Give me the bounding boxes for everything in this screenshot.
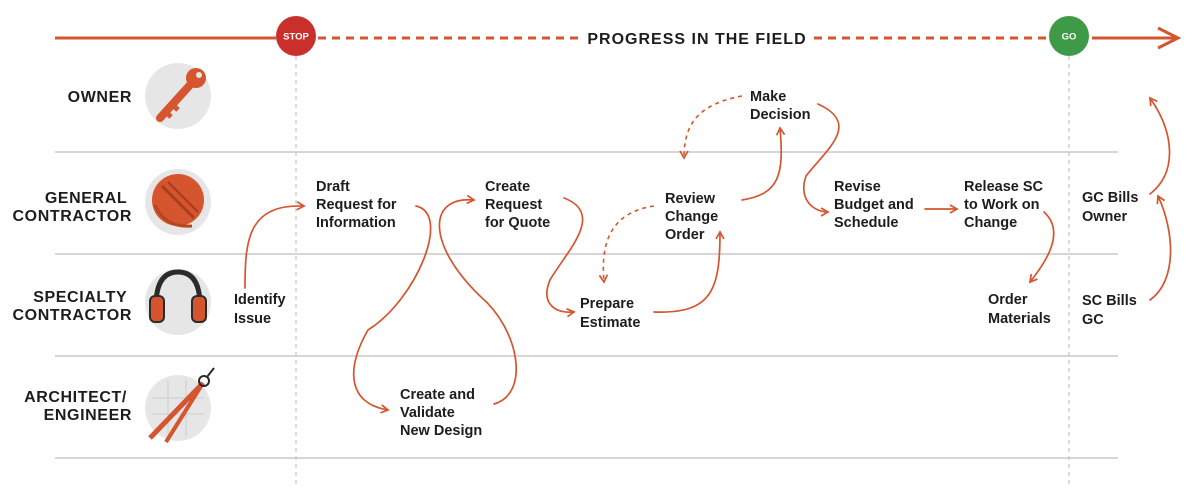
step-line: Issue (234, 311, 271, 327)
flow-arrows (244, 95, 1172, 414)
step-line: Draft (316, 179, 350, 195)
step-create-validate-design: Create and Validate New Design (400, 387, 482, 439)
step-line: New Design (400, 423, 482, 439)
ear-protection-icon (145, 269, 211, 335)
flow-arrow (546, 197, 584, 318)
drafting-compass-icon (145, 367, 215, 444)
step-line: Decision (750, 107, 810, 123)
flow-arrow (244, 201, 306, 289)
flow-arrow (1149, 96, 1171, 195)
flow-arrow (741, 126, 786, 201)
lane-label-general-contractor: GENERAL CONTRACTOR (13, 190, 132, 225)
step-order-materials: Order Materials (988, 292, 1051, 327)
lane-label-line: SPECIALTY (33, 289, 127, 306)
step-gc-bills-owner: GC Bills Owner (1082, 190, 1142, 225)
lane-label-line: ARCHITECT/ (24, 389, 127, 406)
step-line: Change (665, 209, 718, 225)
step-line: Release SC (964, 179, 1044, 195)
step-line: Estimate (580, 315, 640, 331)
step-line: GC Bills (1082, 190, 1138, 206)
step-line: Request for (316, 197, 397, 213)
step-labels: Identify Issue Draft Request for Informa… (234, 89, 1142, 439)
lane-label-specialty-contractor: SPECIALTY CONTRACTOR (13, 289, 132, 324)
flow-arrow (803, 103, 840, 217)
flow-arrow (352, 205, 432, 414)
lane-label-owner: OWNER (68, 89, 132, 106)
step-line: for Quote (485, 215, 550, 231)
step-line: Request (485, 197, 542, 213)
progress-banner: PROGRESS IN THE FIELD STOP GO (55, 16, 1182, 56)
flow-arrow (1028, 211, 1055, 284)
step-line: Review (665, 191, 716, 207)
step-line: Identify (234, 292, 286, 308)
step-line: to Work on (964, 197, 1039, 213)
key-icon (145, 63, 211, 129)
step-line: GC (1082, 312, 1104, 328)
step-line: Order (665, 227, 705, 243)
lane-label-line: GENERAL (45, 190, 127, 207)
step-line: Change (964, 215, 1017, 231)
go-badge: GO (1049, 16, 1089, 56)
lane-label-line: CONTRACTOR (13, 208, 132, 225)
flow-arrow (1149, 194, 1172, 301)
stop-label: STOP (283, 32, 309, 43)
step-line: Information (316, 215, 396, 231)
lane-label-line: ENGINEER (44, 407, 132, 424)
step-identify-issue: Identify Issue (234, 292, 290, 327)
flow-arrow (438, 194, 517, 405)
step-review-change-order: Review Change Order (665, 191, 722, 243)
stop-badge: STOP (276, 16, 316, 56)
step-line: Budget and (834, 197, 914, 213)
step-line: Prepare (580, 296, 634, 312)
lane-dividers (55, 151, 1118, 459)
step-line: Create (485, 179, 530, 195)
step-line: Revise (834, 179, 881, 195)
flow-arrow-dashed (598, 205, 655, 284)
lane-label-line: CONTRACTOR (13, 307, 132, 324)
step-make-decision: Make Decision (750, 89, 810, 123)
step-line: Owner (1082, 209, 1127, 225)
step-line: Validate (400, 405, 455, 421)
go-label: GO (1062, 32, 1077, 43)
step-line: Make (750, 89, 786, 105)
lane-labels: OWNER GENERAL CONTRACTOR SPECIALTY CONTR… (13, 89, 132, 424)
step-line: SC Bills (1082, 293, 1137, 309)
step-prepare-estimate: Prepare Estimate (580, 296, 640, 331)
step-sc-bills-gc: SC Bills GC (1082, 293, 1141, 328)
step-line: Create and (400, 387, 475, 403)
lane-label-architect-engineer: ARCHITECT/ ENGINEER (24, 389, 132, 424)
step-line: Schedule (834, 215, 898, 231)
step-draft-rfi: Draft Request for Information (316, 179, 401, 231)
step-create-rfq: Create Request for Quote (485, 179, 550, 231)
lane-label-line: OWNER (68, 89, 132, 106)
banner-title: PROGRESS IN THE FIELD (587, 31, 806, 48)
flow-arrow (653, 230, 725, 313)
flow-arrow-dashed (679, 95, 743, 160)
hard-hat-icon (145, 169, 211, 235)
step-revise-budget: Revise Budget and Schedule (834, 179, 918, 231)
step-release-sc: Release SC to Work on Change (964, 179, 1047, 231)
step-line: Materials (988, 311, 1051, 327)
step-line: Order (988, 292, 1028, 308)
